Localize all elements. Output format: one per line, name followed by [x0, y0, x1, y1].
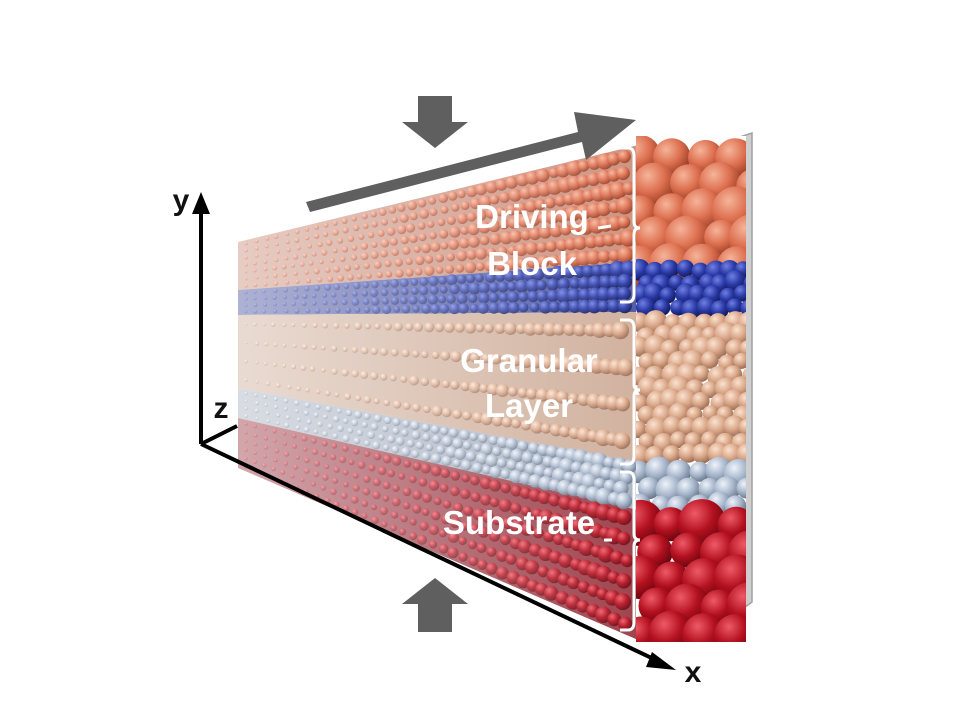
granular-layer-bracket	[620, 318, 641, 466]
y-axis-arrowhead	[192, 192, 210, 214]
x-axis-label: x	[685, 656, 702, 689]
substrate-label: Substrate	[443, 504, 595, 541]
blue-layer-sphere	[740, 299, 746, 317]
granular-sphere	[738, 418, 746, 437]
z-axis-label: z	[214, 392, 229, 425]
granular-label-line2: Layer	[485, 387, 573, 424]
granular-label-line1: Granular	[460, 342, 598, 379]
granular-sphere	[638, 433, 655, 450]
blue-layer-sphere	[676, 259, 695, 278]
shear-direction-arrow	[306, 112, 636, 212]
granular-sphere	[733, 352, 746, 369]
granular-sphere	[692, 365, 710, 382]
packing-side-face	[238, 145, 638, 640]
x-axis-arrowhead	[646, 652, 676, 670]
granular-sphere	[670, 431, 687, 449]
granular-sphere	[739, 340, 746, 357]
driving-block-bracket	[620, 146, 641, 304]
granular-sphere	[678, 417, 697, 436]
coordinate-axes: y z x	[173, 184, 702, 689]
top-compression-arrow	[402, 96, 468, 148]
grey-layer-sphere	[736, 477, 746, 499]
driving-block-bracket-left	[597, 224, 612, 230]
grey-layer-sphere	[689, 461, 710, 482]
blue-layer-sphere	[726, 298, 743, 315]
blue-layer-sphere	[734, 284, 746, 302]
granular-sphere	[652, 350, 671, 370]
grey-layer-sphere	[637, 477, 661, 500]
granular-sphere	[700, 351, 719, 369]
blue-layer-sphere	[660, 259, 679, 279]
substrate-bracket	[620, 470, 641, 632]
substrate-sphere	[648, 610, 694, 642]
driving-label-line2: Block	[487, 245, 578, 282]
granular-sphere	[662, 445, 681, 464]
front-face-beads	[636, 136, 746, 642]
y-axis-label: y	[173, 184, 190, 217]
driving-label-line1: Driving	[475, 198, 589, 235]
substrate-sphere	[714, 614, 746, 642]
bottom-compression-arrow	[402, 578, 468, 632]
packing-front-face	[636, 136, 746, 642]
granular-sphere	[692, 443, 713, 464]
substrate-sphere	[670, 532, 706, 568]
granular-sphere	[691, 392, 710, 410]
